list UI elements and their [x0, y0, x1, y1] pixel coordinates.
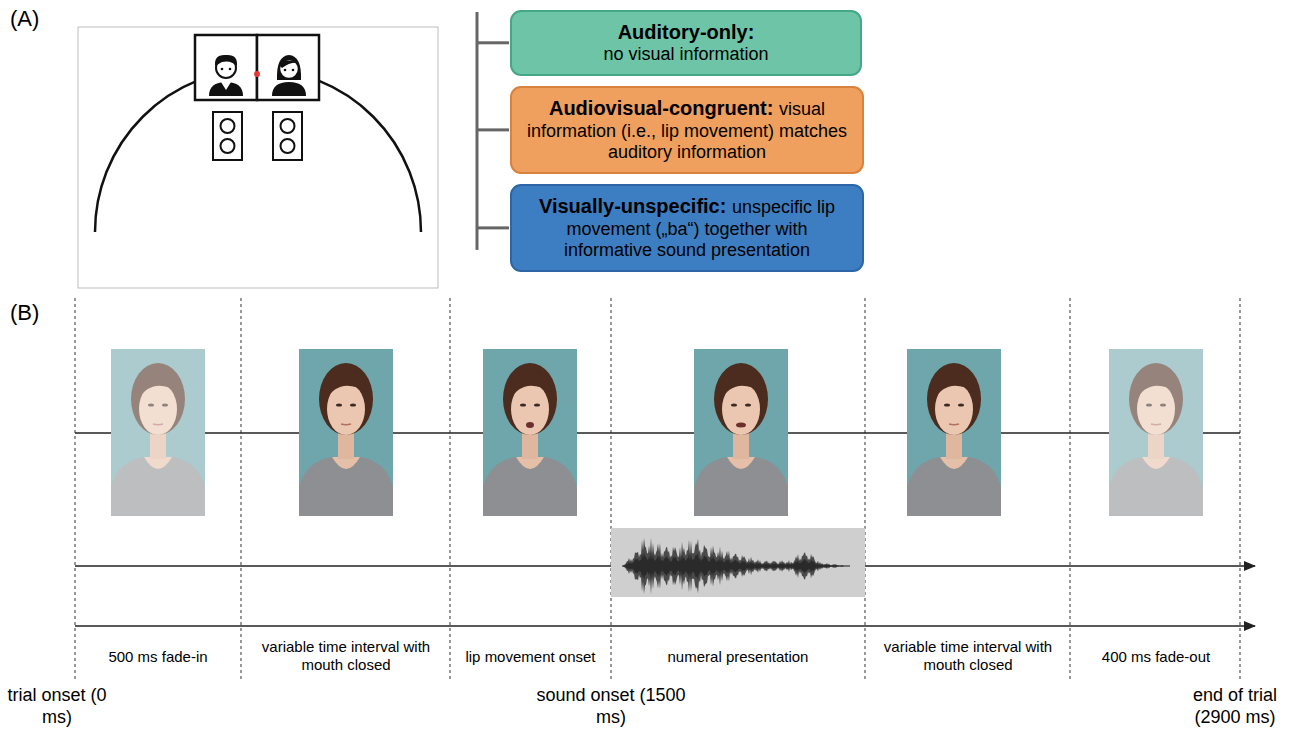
fixation-dot: [254, 71, 260, 77]
phase-divider: [610, 298, 611, 680]
screen: [195, 35, 257, 100]
speaker-frames: [111, 349, 1203, 516]
panel-label: (B): [10, 300, 56, 326]
speaker-photo: [299, 349, 393, 516]
phase-label: 500 ms fade-in: [83, 648, 233, 666]
bracket-tick: [477, 41, 509, 44]
condition-title: Audiovisual-congruent:: [549, 97, 773, 119]
time-marker: trial onset (0 ms): [4, 685, 110, 728]
condition-title: Auditory-only:: [522, 20, 850, 44]
panel-label: (A): [10, 6, 56, 32]
speaker-photo: [694, 349, 788, 516]
sound-panel: [611, 528, 865, 597]
panel-frame: [78, 27, 438, 288]
loudspeaker: [213, 112, 242, 160]
waveform-outer: [622, 538, 850, 595]
condition-bracket: [477, 12, 509, 250]
condition-title: Visually-unspecific:: [539, 195, 726, 217]
phase-divider: [240, 298, 241, 680]
condition-box: Auditory-only:no visual information: [510, 10, 862, 76]
condition-box: Audiovisual-congruent:visual information…: [510, 86, 864, 174]
waveform: [622, 538, 850, 595]
condition-box: Visually-unspecific:unspecific lip movem…: [510, 184, 864, 272]
time-marker: sound onset (1500 ms): [536, 685, 686, 728]
time-marker: end of trial (2900 ms): [1176, 685, 1294, 728]
bracket-tick: [477, 226, 509, 229]
phase-label: numeral presentation: [616, 648, 860, 666]
bracket-tick: [477, 128, 509, 131]
phase-divider: [74, 298, 75, 680]
speaker-photo: [111, 349, 205, 516]
video-track: [75, 432, 1240, 434]
speaker-photo: [1109, 349, 1203, 516]
phase-dividers: [75, 298, 1240, 680]
phase-label: 400 ms fade-out: [1075, 648, 1237, 666]
loudspeaker: [273, 112, 302, 160]
screen: [257, 35, 319, 100]
male-icon: [209, 55, 243, 96]
speaker-photo: [483, 349, 577, 516]
condition-description: no visual information: [603, 44, 768, 64]
time-axis-arrow: [75, 625, 1255, 627]
phase-label: lip movement onset: [455, 648, 606, 666]
phase-divider: [1239, 298, 1240, 680]
phase-divider: [449, 298, 450, 680]
speaker-photo: [907, 349, 1001, 516]
phase-divider: [1069, 298, 1070, 680]
phase-divider: [864, 298, 865, 680]
waveform-inner: [622, 552, 850, 580]
phase-label: variable time interval with mouth closed: [870, 638, 1066, 674]
female-icon: [272, 55, 306, 96]
phase-label: variable time interval with mouth closed: [247, 638, 445, 674]
